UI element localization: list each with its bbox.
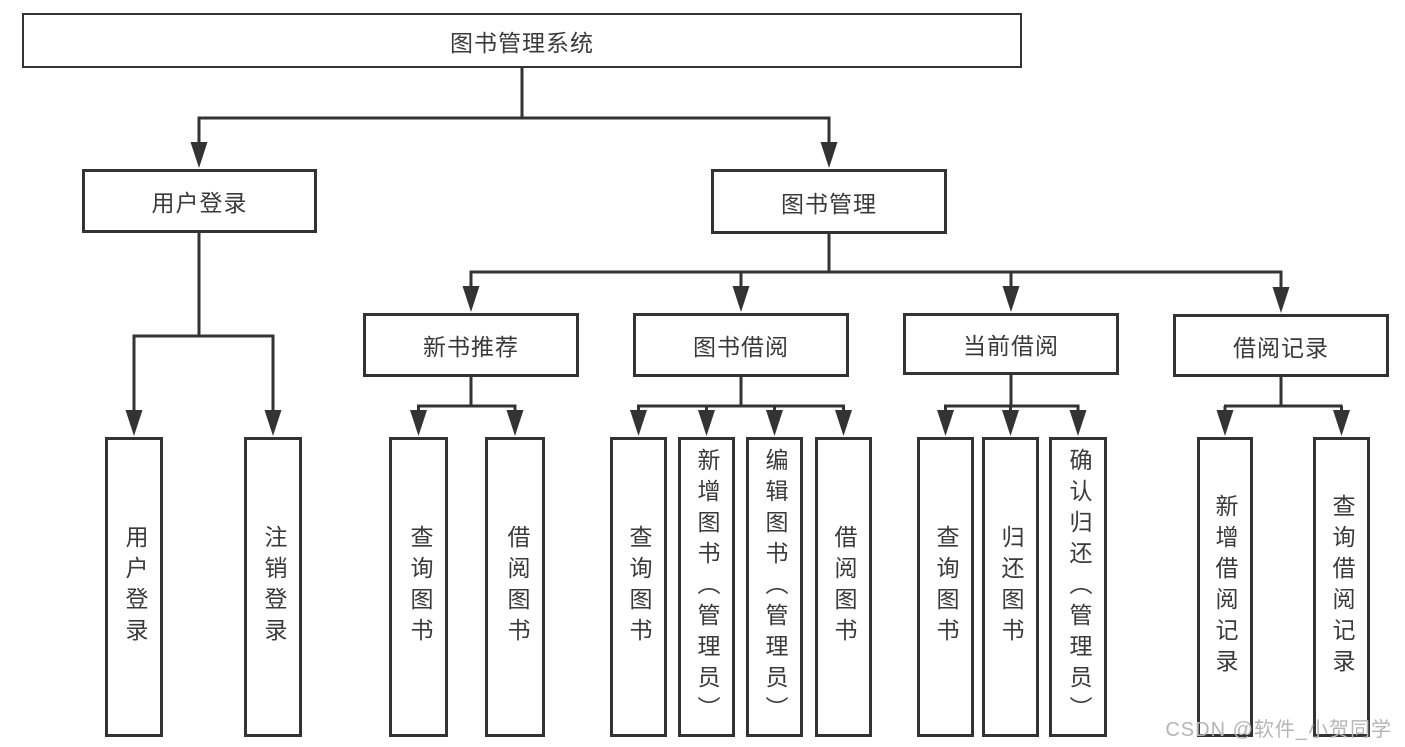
leaf-borrow-books-recommend: 借阅图书: [485, 437, 545, 737]
leaf-logout: 注销登录: [244, 437, 302, 737]
node-current-borrowing: 当前借阅: [903, 313, 1119, 375]
leaf-return-books: 归还图书: [982, 437, 1039, 737]
node-book-borrowing: 图书借阅: [633, 313, 849, 377]
leaf-add-book-admin: 新增图书（管理员）: [678, 437, 735, 737]
leaf-query-books-current: 查询图书: [917, 437, 974, 737]
arrowhead-icon: [1216, 410, 1234, 436]
arrowhead-icon: [506, 410, 524, 436]
node-library-system: 图书管理系统: [22, 13, 1022, 68]
leaf-borrow-books: 借阅图书: [815, 437, 872, 737]
leaf-query-borrow-record: 查询借阅记录: [1313, 437, 1370, 737]
leaf-confirm-return-admin: 确认归还（管理员）: [1049, 437, 1107, 737]
arrowhead-icon: [1002, 410, 1019, 436]
arrowhead-icon: [264, 410, 282, 436]
node-user-login: 用户登录: [82, 169, 317, 233]
node-borrowing-records: 借阅记录: [1173, 314, 1389, 377]
arrowhead-icon: [937, 410, 954, 436]
arrowhead-icon: [1069, 410, 1087, 436]
leaf-add-borrow-record: 新增借阅记录: [1197, 437, 1253, 737]
arrowhead-icon: [766, 410, 783, 436]
arrowhead-icon: [630, 410, 647, 436]
csdn-watermark: CSDN @软件_小贺同学: [1165, 719, 1392, 741]
leaf-query-books-borrow: 查询图书: [610, 437, 667, 737]
leaf-query-books-recommend: 查询图书: [389, 437, 448, 737]
arrowhead-icon: [1272, 287, 1290, 313]
arrowhead-icon: [410, 410, 427, 436]
arrowhead-icon: [698, 410, 715, 436]
arrowhead-icon: [125, 410, 143, 436]
arrowhead-icon: [1002, 286, 1020, 312]
arrowhead-icon: [462, 286, 480, 312]
node-new-book-recommend: 新书推荐: [363, 313, 579, 377]
arrowhead-icon: [1333, 410, 1350, 436]
node-book-management: 图书管理: [711, 169, 947, 234]
arrowhead-icon: [835, 410, 852, 436]
leaf-user-login: 用户登录: [105, 437, 163, 737]
arrowhead-icon: [820, 142, 838, 168]
arrowhead-icon: [732, 286, 750, 312]
arrowhead-icon: [190, 142, 208, 168]
leaf-edit-book-admin: 编辑图书（管理员）: [746, 437, 803, 737]
